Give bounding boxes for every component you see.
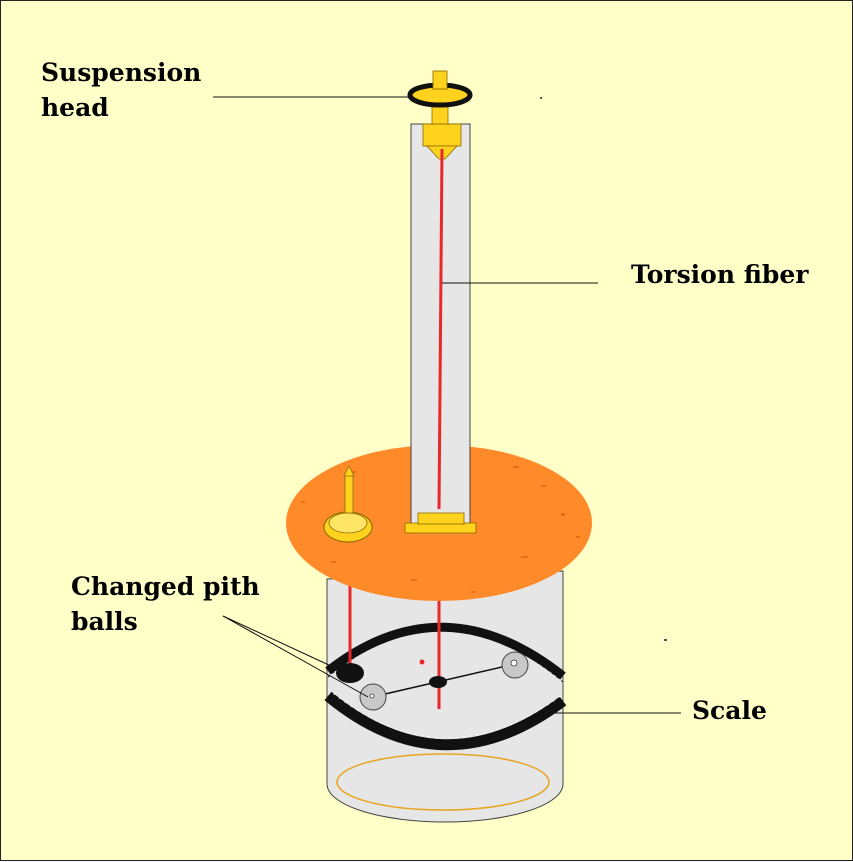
label-scale: Scale (692, 696, 767, 725)
center-hub (429, 676, 447, 688)
leader-pith-1 (222, 615, 345, 673)
label-pith-line2: balls (71, 607, 138, 636)
leader-pith-2 (222, 615, 369, 698)
tube-base-plate (404, 522, 477, 534)
label-torsion-fiber: Torsion fiber (631, 260, 809, 289)
label-charged-pith-balls: Changed pith balls (71, 569, 260, 639)
lid-speckles (301, 466, 580, 593)
cylinder-base (336, 753, 550, 811)
fixed-ball (336, 663, 364, 683)
lid-knob (323, 465, 373, 543)
label-suspension-head: Suspension head (41, 55, 201, 125)
suspension-head-fitting (407, 70, 473, 160)
torsion-fiber (437, 148, 444, 510)
scale-band (324, 622, 567, 751)
label-suspension-line1: Suspension (41, 58, 202, 87)
stray-mark (419, 659, 425, 665)
label-suspension-line2: head (41, 93, 109, 122)
label-pith-line1: Changed pith (71, 572, 260, 601)
